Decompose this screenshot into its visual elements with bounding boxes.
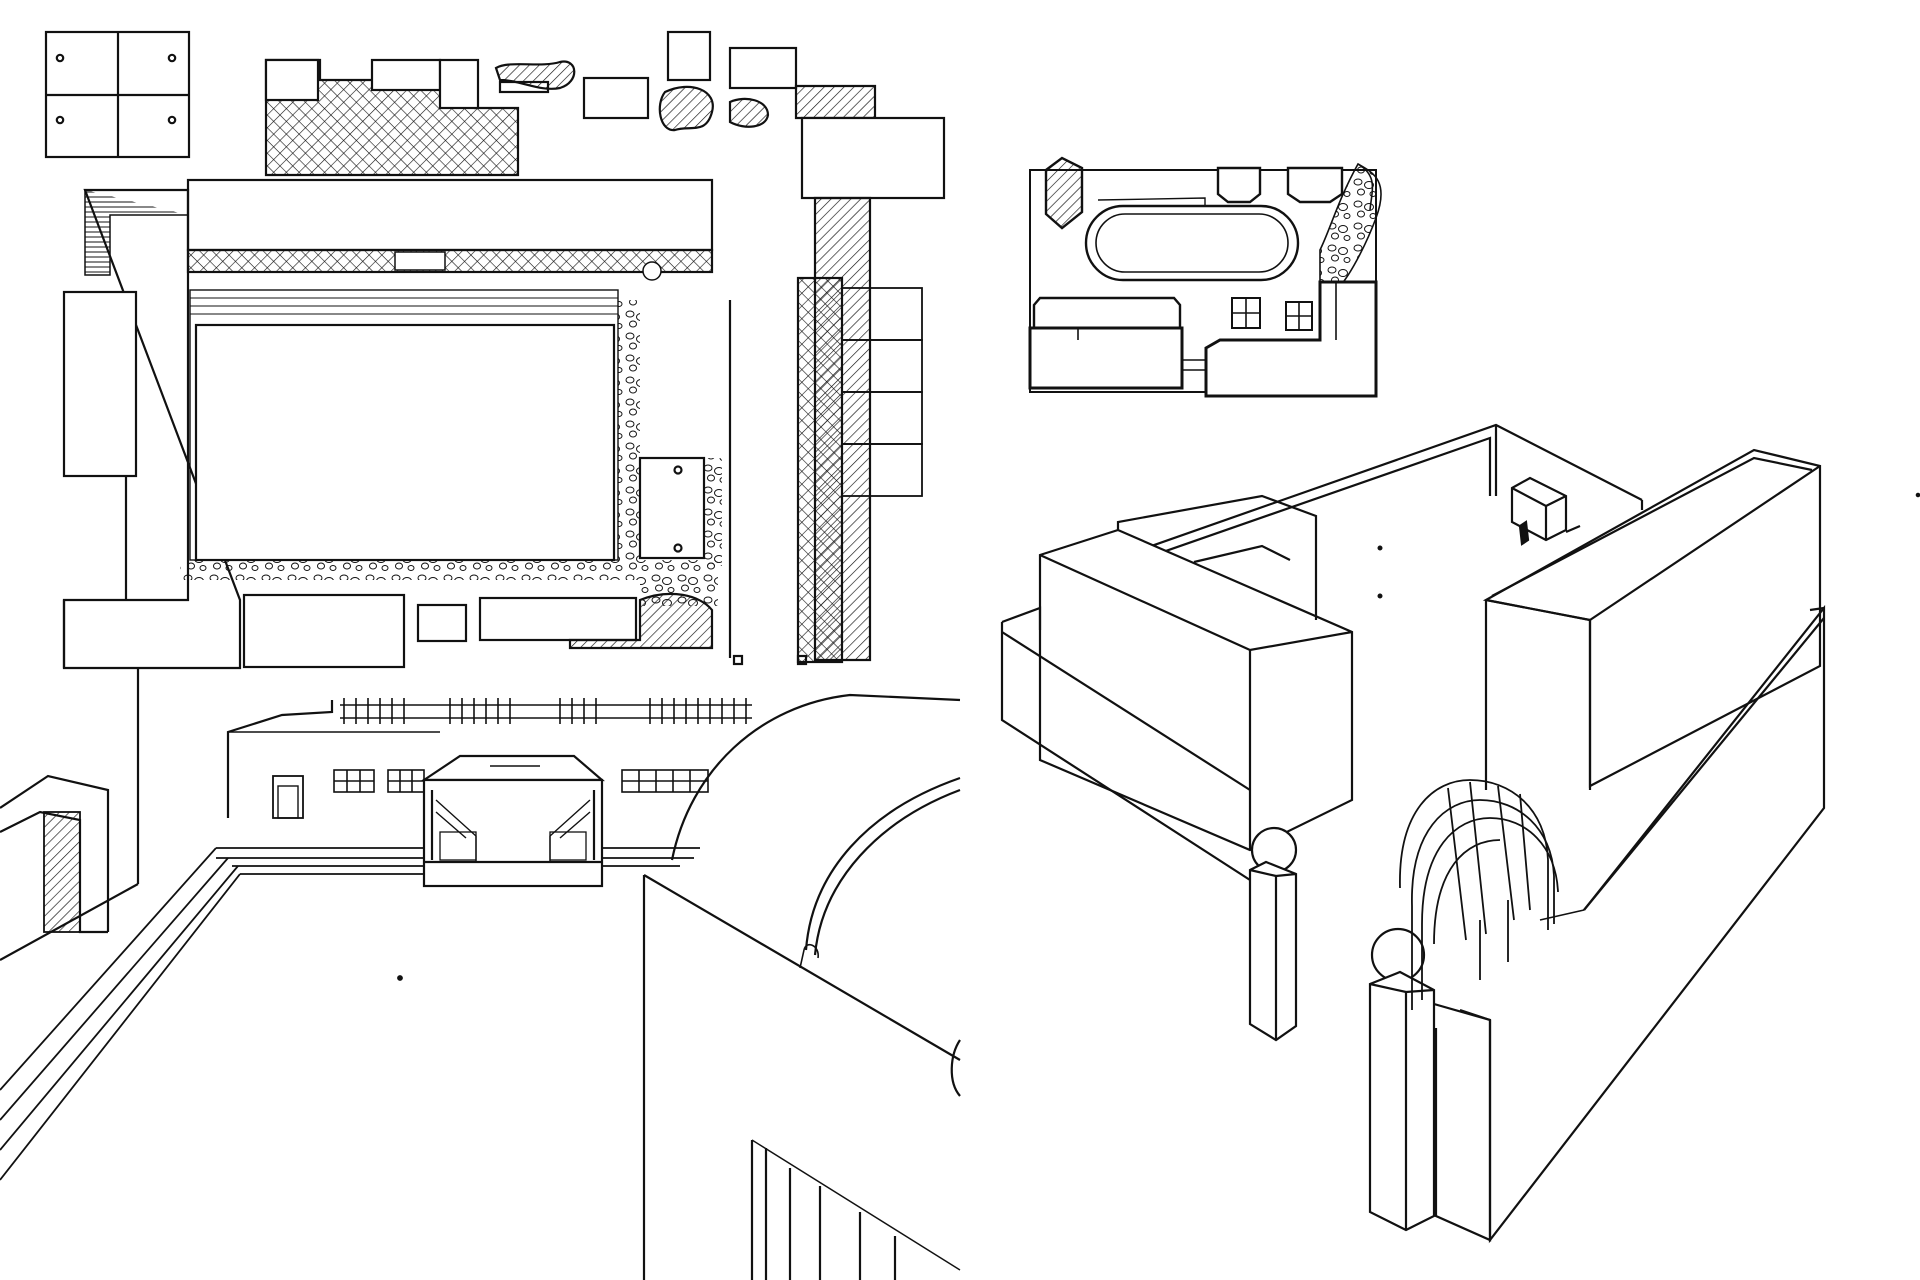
massing-right-enclosure [1419,604,1826,1244]
sketch-domed-building [642,693,961,1280]
plan-left-block [62,290,138,478]
massing-right-pillar [1368,927,1436,1232]
sketch-fence [340,698,752,724]
sketch-windows [333,769,709,793]
massing-back-wall [1139,423,1644,562]
massing-right-block [1482,448,1822,790]
small-plan-elevation [1028,156,1382,398]
plan-top-shapes [494,30,877,132]
plan-courtyard [194,323,616,562]
perspective-massing [1000,423,1920,1244]
plan-top-hatched-block [264,58,520,177]
sketch-left-wall [0,774,110,932]
sketch-pavilion [420,754,605,888]
small-oval-pool [1084,204,1300,282]
small-hatched-prism [1044,156,1084,230]
courtyard-sketch [0,668,961,1280]
plan-top-bar [186,178,714,252]
plan-right-block [800,116,946,200]
massing-small-cube [1510,476,1581,546]
massing-arched-pergola [1399,779,1559,1010]
plan-right-cells [841,287,923,497]
massing-left-pillar [1248,826,1298,1042]
massing-left-enclosure [1000,606,1251,881]
massing-left-block [1038,494,1354,852]
site-plan [44,30,946,670]
plan-corner-square [44,30,191,159]
plan-top-strip [186,248,714,274]
sketch-building-left [226,700,334,818]
